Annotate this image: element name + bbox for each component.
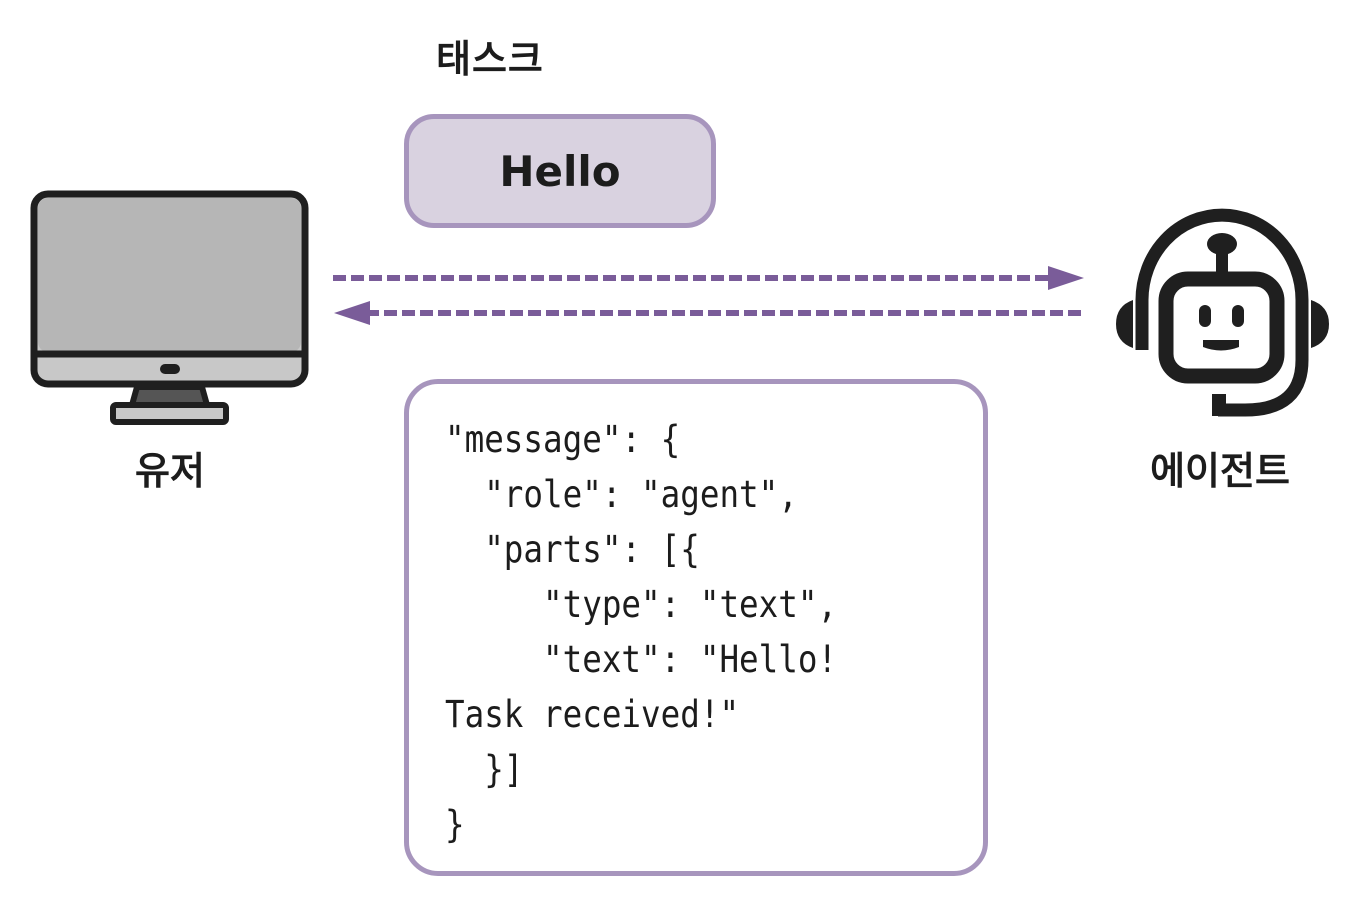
arrowhead-right-icon <box>1048 266 1084 290</box>
arrow-agent-to-user <box>334 301 1086 325</box>
agent-label: 에이전트 <box>1150 449 1290 493</box>
task-title: 태스크 <box>436 37 544 81</box>
desktop-monitor-icon <box>30 190 309 425</box>
message-box: "message": { "role": "agent", "parts": [… <box>404 379 988 876</box>
arrowhead-left-icon <box>334 301 370 325</box>
task-content: Hello <box>499 146 621 196</box>
arrow-user-to-agent <box>333 266 1084 290</box>
message-json-code: "message": { "role": "agent", "parts": [… <box>445 418 838 846</box>
user-label: 유저 <box>135 449 205 493</box>
robot-headset-icon <box>1116 208 1329 417</box>
task-box: Hello <box>404 114 716 228</box>
